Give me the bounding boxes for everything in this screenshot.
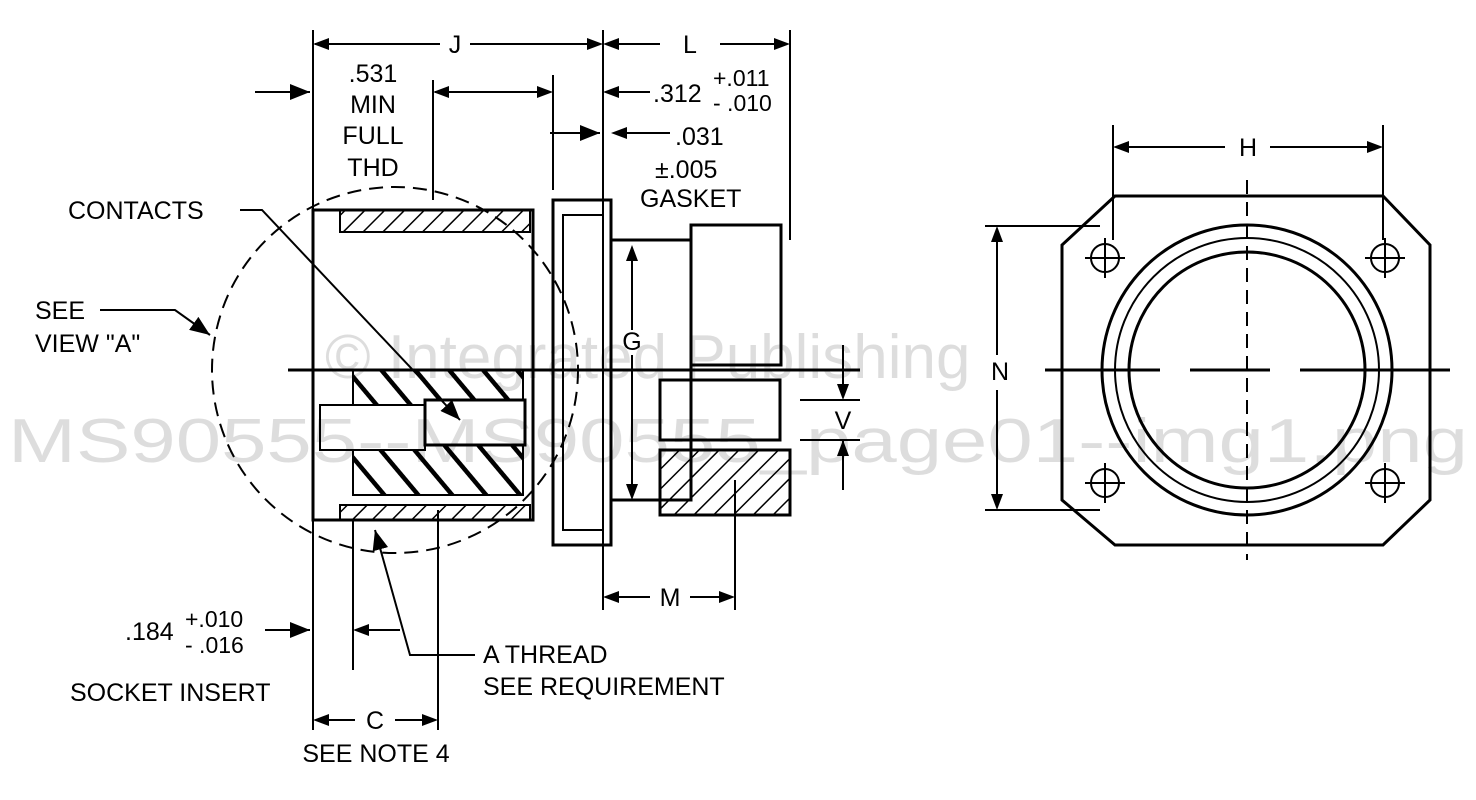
dim-312-plus: +.011 [713, 65, 770, 91]
min-thread-label: THD [347, 154, 398, 182]
watermark: © Integrated Publishing MS90555--MS90555… [8, 323, 1468, 476]
dim-312: .312 [653, 80, 702, 108]
see-note-label: SEE NOTE 4 [302, 740, 449, 768]
watermark-line2: MS90555--MS90555_page01--img1.png [8, 407, 1468, 476]
side-view [100, 30, 860, 730]
dim-m: M [660, 584, 681, 612]
see-view-label: SEE [35, 297, 85, 325]
labels: J L .531 MIN FULL THD .312 +.011 - .010 … [35, 31, 1257, 768]
dim-184-minus: - .016 [185, 632, 244, 658]
end-view [985, 125, 1450, 560]
contacts-label: CONTACTS [68, 197, 204, 225]
dim-184-plus: +.010 [185, 606, 243, 632]
socket-insert-label: SOCKET INSERT [70, 679, 271, 707]
dim-312-minus: - .010 [713, 90, 772, 116]
dim-031-tol: ±.005 [655, 156, 717, 184]
dim-v: V [835, 407, 852, 435]
a-thread-label: SEE REQUIREMENT [483, 673, 725, 701]
dim-j: J [449, 31, 462, 59]
gasket-label: GASKET [640, 185, 741, 213]
min-thread-label: .531 [349, 60, 398, 88]
dim-l: L [683, 31, 697, 59]
dim-n: N [991, 358, 1009, 386]
dim-h: H [1239, 134, 1257, 162]
watermark-line1: © Integrated Publishing [325, 323, 970, 392]
a-thread-label: A THREAD [483, 641, 608, 669]
dim-031: .031 [675, 123, 724, 151]
dim-g: G [622, 328, 641, 356]
rear-nut [689, 223, 783, 367]
see-view-label: VIEW "A" [35, 330, 140, 358]
dim-c: C [366, 707, 384, 735]
min-thread-label: FULL [342, 122, 403, 150]
min-thread-label: MIN [350, 91, 396, 119]
flange-outline [1060, 194, 1432, 547]
dim-184: .184 [125, 618, 174, 646]
